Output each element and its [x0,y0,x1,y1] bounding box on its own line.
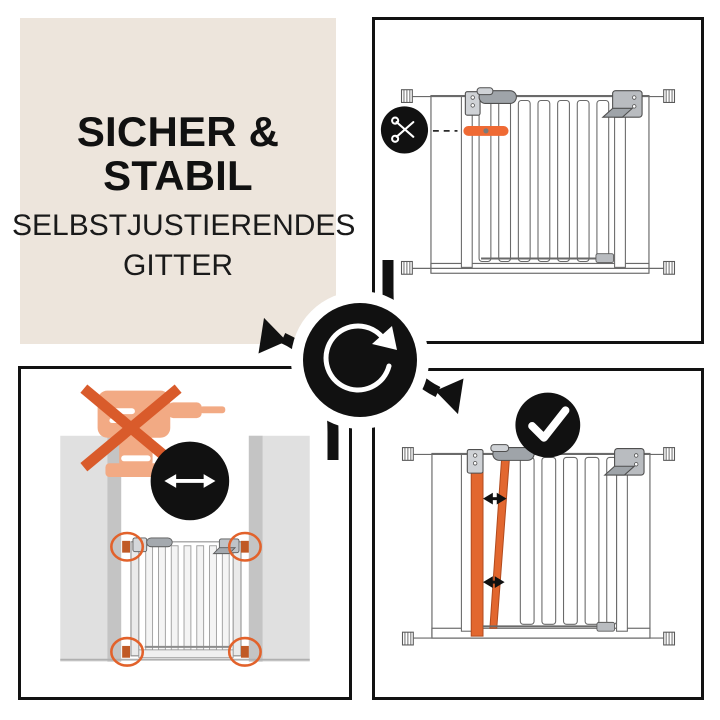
gate-bars [478,99,610,263]
horizontal-double-arrow-icon [150,441,230,521]
safety-gate-frame [413,452,664,639]
check-circle-icon [515,392,581,458]
correct-fit-illustration [401,392,676,646]
no-drill-illustration [60,384,310,667]
bottom-latch [596,621,616,632]
cut-indicator [463,126,509,136]
gate-hinge [601,90,643,118]
wall-bracket-right-bottom [663,631,676,646]
cut-to-size-panel [372,17,704,344]
wall-bracket-right [663,89,676,103]
wall-bracket-right-top [663,447,676,461]
wall-bracket-left-top [401,447,414,461]
wall-bracket-left [400,89,413,103]
gap-measure-top [483,492,507,505]
text-panel: SICHER & STABIL SELBSTJUSTIERENDES GITTE… [12,18,355,344]
wall-right [248,435,310,662]
gate-hinge-right [603,448,645,476]
wall-bracket-left-bottom [400,260,413,275]
wall-bracket-right-bottom [663,260,676,275]
gap-measure-bottom [483,576,505,589]
gate-bars [519,456,618,625]
scissors-icon [380,106,429,154]
page-subtitle: SELBSTJUSTIERENDES GITTER [12,209,356,282]
safety-gate-mounted [130,537,242,659]
bottom-latch [595,253,615,263]
mount-point-highlights [110,531,262,667]
gate-handle [490,444,535,461]
no-drill-panel [18,366,352,700]
pressure-pads [122,540,249,658]
gate-hinge-left [466,449,484,474]
wall-bracket-left-bottom [401,631,414,646]
cut-to-size-illustration [380,87,676,275]
page-title: SICHER & STABIL [76,108,280,199]
correct-fit-panel [372,368,704,700]
adjustable-post [470,456,484,637]
gate-handle [464,87,517,116]
